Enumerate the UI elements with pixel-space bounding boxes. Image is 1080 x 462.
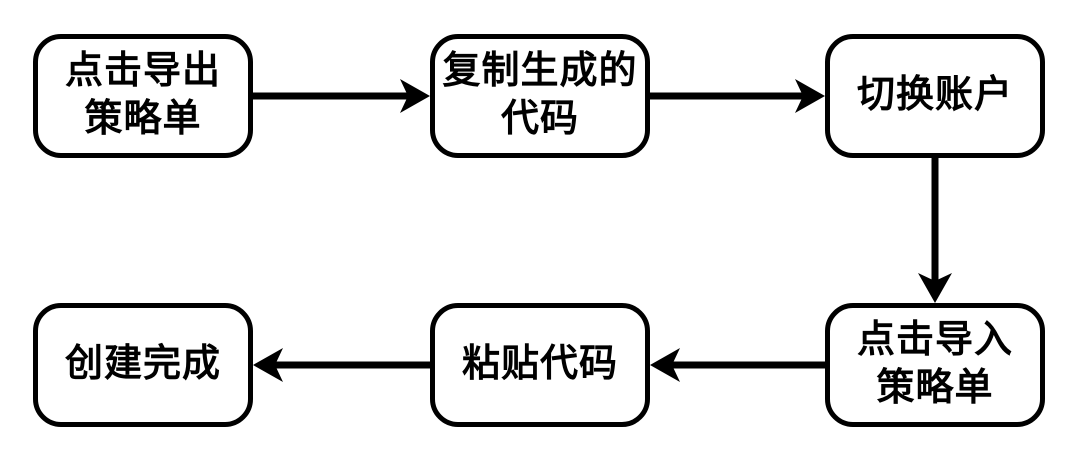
node-click-import-strategy: 点击导入 策略单: [825, 303, 1045, 427]
node-label: 粘贴代码: [461, 343, 618, 386]
node-label: 创建完成: [64, 343, 221, 386]
arrow-switch-to-import: [918, 158, 952, 303]
node-label: 点击导入 策略单: [856, 319, 1013, 409]
node-creation-complete: 创建完成: [33, 303, 253, 427]
node-paste-code: 粘贴代码: [430, 303, 650, 427]
node-label: 复制生成的 代码: [442, 50, 638, 140]
arrow-copy-to-switch: [650, 79, 825, 113]
arrow-import-to-paste: [650, 348, 825, 382]
node-copy-generated-code: 复制生成的 代码: [430, 34, 650, 158]
node-label: 切换账户: [856, 74, 1013, 117]
arrow-export-to-copy: [253, 79, 430, 113]
node-click-export-strategy: 点击导出 策略单: [33, 34, 253, 158]
node-label: 点击导出 策略单: [64, 50, 221, 140]
node-switch-account: 切换账户: [825, 34, 1045, 158]
arrow-paste-to-complete: [253, 348, 430, 382]
